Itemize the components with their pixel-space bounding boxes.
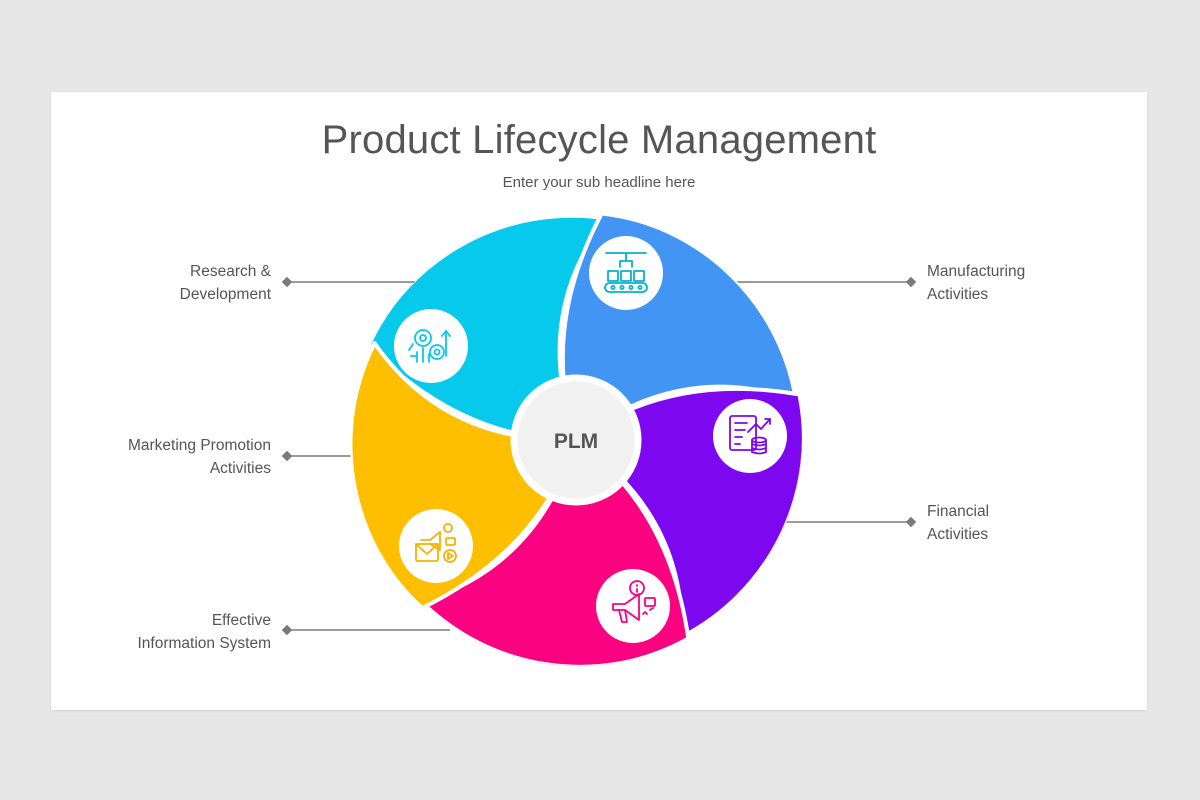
financial-report-icon xyxy=(729,415,771,455)
label-information: Effective Information System xyxy=(137,609,271,655)
icon-information xyxy=(596,569,670,643)
label-information-line2: Information System xyxy=(137,635,271,652)
icon-manufacturing xyxy=(589,236,663,310)
icon-marketing xyxy=(399,509,473,583)
megaphone-info-icon xyxy=(612,580,656,623)
label-financial-line2: Activities xyxy=(927,526,989,543)
label-research-line1: Research & xyxy=(190,263,271,280)
connector-dot-research xyxy=(281,276,293,288)
label-marketing: Marketing Promotion Activities xyxy=(128,434,271,480)
center-hub xyxy=(510,374,642,506)
center-label: PLM xyxy=(554,430,598,453)
icon-research xyxy=(394,309,468,383)
label-marketing-line2: Activities xyxy=(209,460,271,477)
conveyor-factory-icon xyxy=(604,252,648,293)
connector-dot-manufacturing xyxy=(905,276,917,288)
label-manufacturing-line1: Manufacturing xyxy=(927,263,1026,280)
label-manufacturing-line2: Activities xyxy=(927,286,989,303)
connector-dot-marketing xyxy=(281,450,293,462)
label-information-line1: Effective xyxy=(211,612,271,629)
slide-subtitle: Enter your sub headline here xyxy=(502,174,696,191)
label-manufacturing: Manufacturing Activities xyxy=(927,260,1025,306)
research-gears-icon xyxy=(408,329,451,363)
marketing-mail-icon xyxy=(415,523,457,563)
icon-financial xyxy=(713,399,787,473)
label-research-line2: Development xyxy=(179,286,271,303)
connector-dot-information xyxy=(281,624,293,636)
label-marketing-line1: Marketing Promotion xyxy=(127,437,271,454)
slide-title: Product Lifecycle Management xyxy=(321,118,877,162)
connector-lines xyxy=(281,276,917,636)
label-research: Research & Development xyxy=(180,260,271,306)
label-financial: Financial Activities xyxy=(927,500,989,546)
connector-dot-financial xyxy=(905,516,917,528)
label-financial-line1: Financial xyxy=(927,503,990,520)
